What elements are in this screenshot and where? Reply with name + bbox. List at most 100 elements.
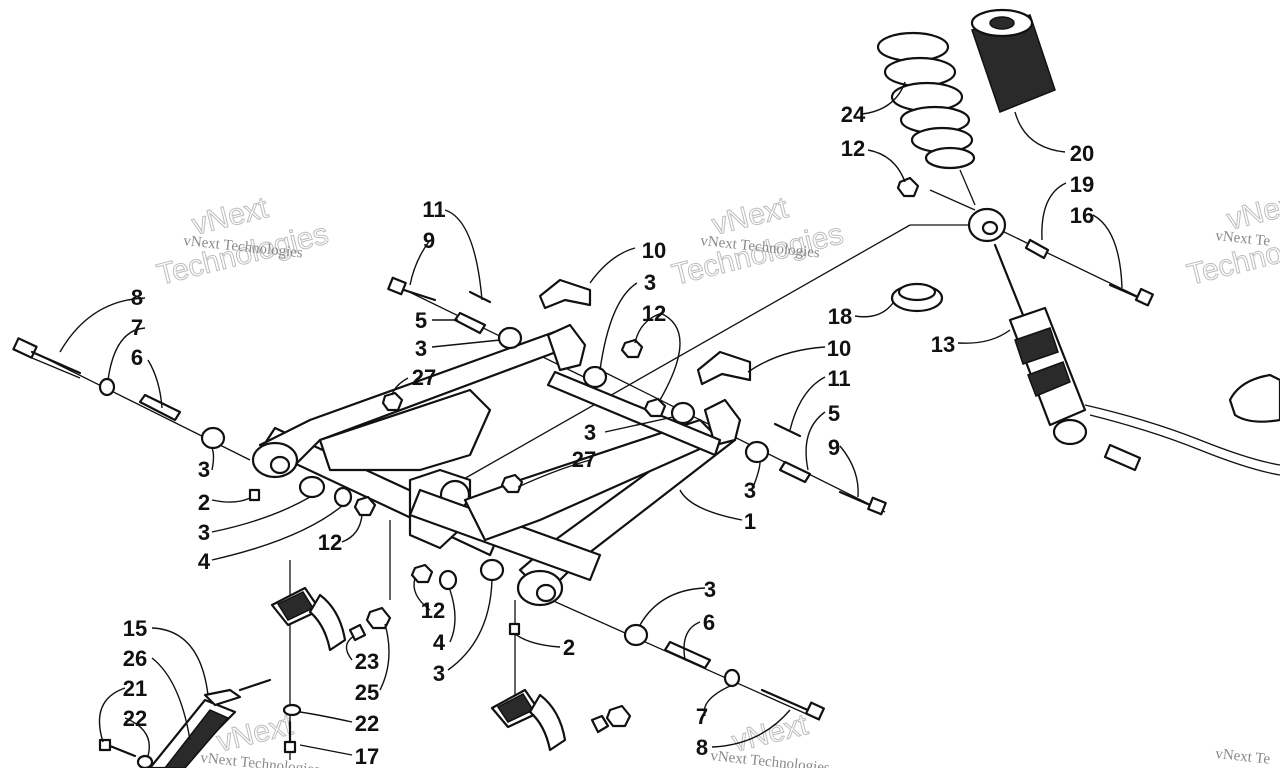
callout-5: 5	[415, 308, 427, 333]
callout-15: 15	[123, 616, 147, 641]
callout-16: 16	[1070, 203, 1094, 228]
bushing-3-upper-right	[582, 365, 608, 389]
callout-3: 3	[415, 336, 427, 361]
grease-fitting-2-lower	[508, 622, 521, 636]
cap-10-upper	[538, 278, 592, 310]
washer-7-left	[98, 377, 116, 397]
washer-4-left	[333, 486, 353, 508]
callout-3: 3	[704, 577, 716, 602]
bolt-21	[98, 738, 137, 758]
callout-7: 7	[131, 315, 143, 340]
wear-pad-right	[490, 688, 567, 752]
bolt-9-upper	[387, 276, 437, 302]
callout-8: 8	[131, 285, 143, 310]
watermark-left: vNext Technologies vNext Technologies	[153, 191, 332, 293]
nut-12-lower	[410, 563, 434, 584]
callout-12: 12	[841, 136, 865, 161]
callout-25: 25	[355, 680, 379, 705]
callout-4: 4	[433, 630, 446, 655]
callout-4: 4	[198, 549, 211, 574]
callout-12: 12	[318, 530, 342, 555]
callout-3: 3	[744, 478, 756, 503]
pin-11-lower	[773, 422, 802, 438]
shock-eyelet	[967, 207, 1007, 243]
nut-12-upper	[620, 338, 644, 359]
callout-27: 27	[572, 447, 596, 472]
callout-22: 22	[123, 706, 147, 731]
cap-10-lower	[696, 350, 752, 386]
callout-3: 3	[198, 520, 210, 545]
screw-17	[283, 720, 297, 754]
svg-text:vNext Technologies: vNext Technologies	[200, 750, 321, 768]
callout-2: 2	[198, 490, 210, 515]
callout-17: 17	[355, 744, 379, 768]
callout-11: 11	[827, 366, 850, 391]
assembly-axis-lines	[24, 169, 1146, 760]
swing-arm-assembly	[251, 323, 742, 607]
callout-10: 10	[827, 336, 851, 361]
callout-6: 6	[131, 345, 143, 370]
callout-3: 3	[644, 270, 656, 295]
callout-3: 3	[198, 457, 210, 482]
washer-7-right	[723, 668, 741, 688]
bushing-3-lower-right	[623, 623, 649, 647]
callout-13: 13	[931, 332, 955, 357]
callout-labels: 8 7 6 3 2 3 4 12 11 9 5 3 27 10 3 12 10 …	[123, 102, 1094, 768]
spring-seat-18	[890, 282, 944, 313]
watermark-right: vNext Technologies vNext Te	[1183, 186, 1280, 293]
callout-10: 10	[642, 238, 666, 263]
wear-pad-left	[270, 586, 347, 652]
spacer-5-right	[778, 460, 812, 484]
clip-26	[203, 688, 242, 707]
callout-9: 9	[828, 435, 840, 460]
svg-text:vNext Te: vNext Te	[1215, 746, 1272, 768]
bushing-3-upper	[497, 326, 523, 350]
bolt-8-right	[760, 688, 825, 721]
bushing-3-right	[744, 440, 770, 464]
leader-lines	[59, 81, 1123, 757]
watermark-bottom-right: vNext Te	[1215, 746, 1272, 768]
bolt-9-right	[838, 490, 887, 516]
nut-12-shock	[896, 176, 920, 198]
callout-5: 5	[828, 401, 840, 426]
shock-13	[993, 243, 1280, 476]
callout-3: 3	[433, 661, 445, 686]
callout-24: 24	[841, 102, 866, 127]
bushing-3-lower	[479, 558, 505, 582]
grease-fitting-2-left	[248, 488, 261, 502]
nut-12-left	[353, 495, 377, 517]
callout-2: 2	[563, 635, 575, 660]
washer-4-lower	[438, 569, 458, 591]
callout-9: 9	[423, 228, 435, 253]
callout-6: 6	[703, 610, 715, 635]
bushing-3-mid	[670, 401, 696, 425]
callout-19: 19	[1070, 172, 1094, 197]
callout-20: 20	[1070, 141, 1094, 166]
nut-12-mid	[643, 397, 667, 418]
bolt-16	[1108, 283, 1154, 307]
spacer-6-left	[138, 393, 182, 422]
nut-27-left	[381, 391, 404, 412]
callout-21: 21	[123, 676, 147, 701]
bolt-8-left	[12, 337, 82, 379]
spacer-5-upper	[453, 311, 487, 335]
callout-18: 18	[828, 304, 852, 329]
callout-23: 23	[355, 649, 379, 674]
callout-3: 3	[584, 420, 596, 445]
callout-12: 12	[642, 301, 666, 326]
washer-22-right	[282, 703, 302, 717]
svg-text:vNext Technologies: vNext Technologies	[710, 748, 831, 768]
nut-25	[365, 606, 392, 630]
pin-11-upper	[468, 290, 492, 304]
sleeve-19	[1024, 238, 1050, 260]
nut-right-bottom	[605, 704, 632, 728]
callout-7: 7	[696, 704, 708, 729]
spring-24	[876, 31, 976, 170]
washer-right-bottom	[590, 714, 610, 734]
clamp-right	[1228, 373, 1280, 423]
callout-1: 1	[744, 509, 756, 534]
stud-26	[238, 678, 272, 692]
callout-12: 12	[421, 598, 445, 623]
spacer-6-right	[663, 640, 712, 670]
